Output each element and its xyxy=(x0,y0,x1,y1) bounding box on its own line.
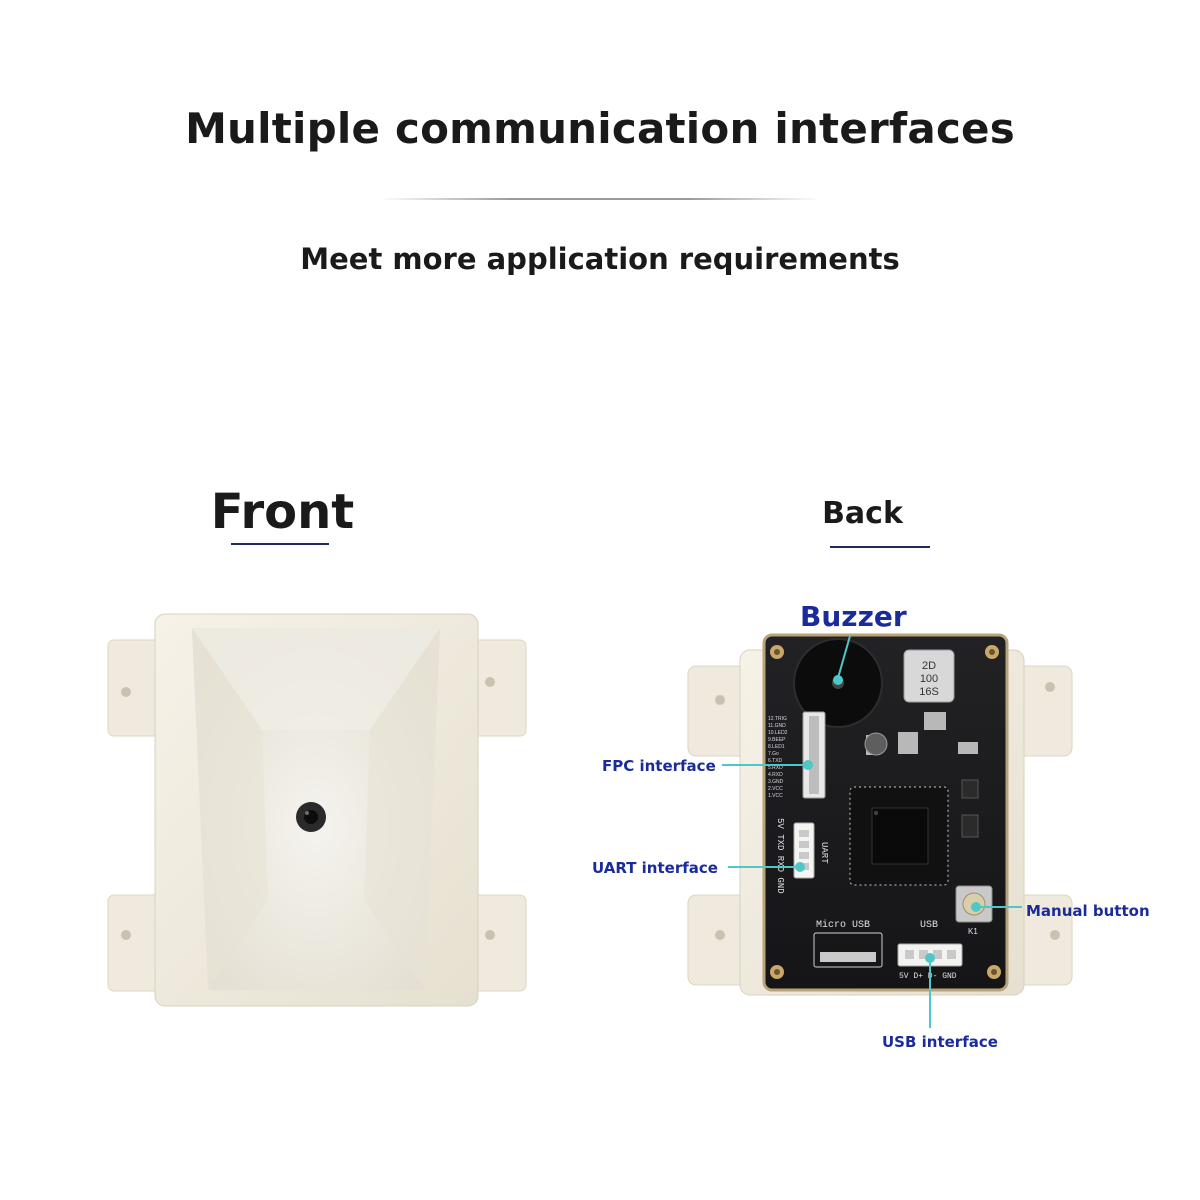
fpc-slot xyxy=(809,716,819,794)
svg-text:2.VCC: 2.VCC xyxy=(768,786,783,792)
button-ref-marking: K1 xyxy=(968,927,978,936)
svg-text:1.VCC: 1.VCC xyxy=(768,793,783,799)
capacitor-marking-line2: 100 xyxy=(920,673,938,685)
funnel-right-face xyxy=(364,628,440,990)
svg-text:11.GND: 11.GND xyxy=(768,723,786,729)
uart-pin-marking: 5V TXD RXD GND xyxy=(775,818,785,894)
svg-text:10.LED2: 10.LED2 xyxy=(768,730,788,736)
uart-interface-callout: UART interface xyxy=(592,859,718,877)
front-title-underline xyxy=(231,543,329,545)
back-left-top-flange xyxy=(687,665,749,757)
page-subheadline: Meet more application requirements xyxy=(300,242,900,276)
front-view-title: Front xyxy=(210,484,355,540)
svg-text:3.GND: 3.GND xyxy=(768,779,784,785)
fpc-pin-labels: 12.TRIG 11.GND 10.LED2 9.BEEP 8.LED1 7.G… xyxy=(768,716,788,799)
small-capacitor xyxy=(864,732,888,756)
usb-pins xyxy=(905,950,956,959)
usb-marking: USB xyxy=(920,920,938,931)
svg-text:6.TXD: 6.TXD xyxy=(768,758,783,764)
pcb-screws xyxy=(770,645,1001,979)
callout-leaders xyxy=(722,635,1022,1028)
funnel-top-face xyxy=(192,628,440,730)
front-scanner-module xyxy=(107,613,527,1007)
mount-hole xyxy=(121,687,131,697)
mount-hole xyxy=(485,930,495,940)
mount-hole xyxy=(485,677,495,687)
processor-die xyxy=(871,807,929,865)
button-leader-dot xyxy=(971,902,981,912)
micro-usb-marking: Micro USB xyxy=(816,919,870,931)
fpc-leader-dot xyxy=(803,760,813,770)
back-title-underline xyxy=(830,546,930,548)
back-left-bottom-flange xyxy=(687,894,749,986)
back-view-title: Back xyxy=(822,496,903,531)
mount-hole xyxy=(1045,682,1055,692)
capacitor-marking-line3: 16S xyxy=(919,686,939,698)
fpc-interface-callout: FPC interface xyxy=(602,757,716,775)
micro-usb-footprint xyxy=(813,932,883,968)
buzzer-leader-dot xyxy=(833,675,843,685)
svg-text:5.RXD: 5.RXD xyxy=(768,765,783,771)
buzzer-leader xyxy=(837,635,851,679)
page-headline: Multiple communication interfaces xyxy=(185,104,1015,153)
lens-glint xyxy=(305,811,309,815)
electrolytic-capacitor: 2D 100 16S xyxy=(903,649,955,703)
mount-hole xyxy=(121,930,131,940)
usb-interface-callout: USB interface xyxy=(882,1033,998,1051)
manual-button-callout: Manual button xyxy=(1026,902,1150,920)
usb-pin-marking: 5V D+ D- GND xyxy=(899,972,957,981)
svg-text:4.RXD: 4.RXD xyxy=(768,772,783,778)
uart-header-marking: UART xyxy=(819,842,829,864)
back-scanner-module: 2D 100 16S 12.TRIG 11.GND 10.LED2 9.BEEP… xyxy=(687,633,1073,996)
svg-text:8.LED1: 8.LED1 xyxy=(768,744,785,750)
micro-usb-port xyxy=(820,952,876,962)
mount-hole xyxy=(715,695,725,705)
buzzer-callout: Buzzer xyxy=(800,600,907,633)
svg-text:7.Go: 7.Go xyxy=(768,751,779,757)
mount-hole xyxy=(1050,930,1060,940)
usb-leader-dot xyxy=(925,953,935,963)
svg-text:12.TRIG: 12.TRIG xyxy=(768,716,787,722)
capacitor-marking-line1: 2D xyxy=(922,660,936,672)
chip-pin1-mark xyxy=(874,811,878,815)
svg-text:9.BEEP: 9.BEEP xyxy=(768,737,786,743)
uart-leader-dot xyxy=(795,862,805,872)
headline-divider xyxy=(380,198,820,200)
mount-hole xyxy=(715,930,725,940)
funnel-left-face xyxy=(192,628,268,990)
